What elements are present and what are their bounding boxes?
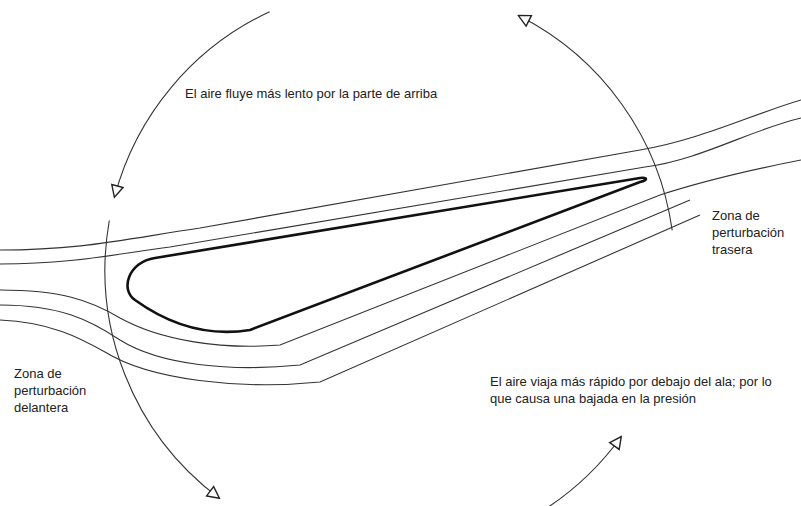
zone-label: Zona de perturbación trasera [712, 208, 798, 259]
wing-profile [128, 178, 646, 332]
zone-label: Zona de perturbación delantera [14, 366, 106, 417]
flow-note: El aire viaja más rápido por debajo del … [490, 374, 786, 408]
circulation-arcs [105, 12, 672, 506]
circulation-arc [519, 16, 672, 230]
streamlines [0, 100, 801, 385]
streamline [0, 160, 801, 346]
circulation-arc [115, 12, 270, 197]
circulation-arc [105, 221, 219, 498]
circulation-arc [440, 438, 621, 506]
flow-note: El aire fluye más lento por la parte de … [185, 86, 525, 103]
